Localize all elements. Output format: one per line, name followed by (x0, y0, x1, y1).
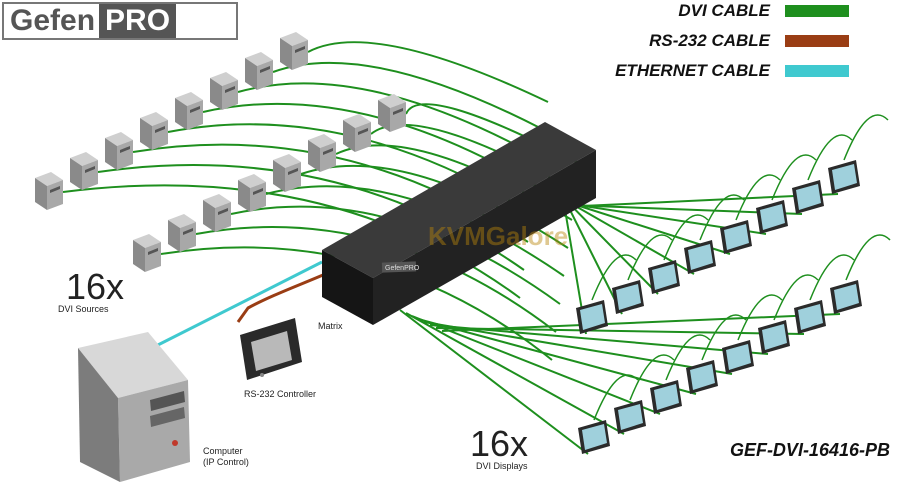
display-monitor (578, 420, 610, 454)
dvi-display-cable (807, 134, 853, 181)
dvi-display-cable (411, 315, 661, 415)
source-tower (105, 132, 133, 170)
display-monitor (612, 280, 644, 314)
legend-label-ethernet: ETHERNET CABLE (615, 61, 770, 80)
source-tower (133, 234, 161, 272)
display-monitor (756, 200, 788, 234)
display-monitor (722, 340, 754, 374)
source-tower (238, 174, 266, 212)
display-monitor (792, 180, 824, 214)
source-tower (175, 92, 203, 130)
computer-tower (78, 332, 190, 482)
dvi-display-cable (417, 318, 697, 395)
source-tower (245, 52, 273, 90)
logo-brand-light: Gefen (10, 4, 96, 37)
source-tower (273, 154, 301, 192)
dvi-source-cable (272, 61, 545, 131)
source-tower (70, 152, 98, 190)
source-tower (203, 194, 231, 232)
source-tower (35, 172, 63, 210)
sources-label: DVI Sources (58, 304, 109, 314)
displays-count: 16x (470, 423, 529, 464)
displays-label: DVI Displays (476, 461, 528, 471)
display-monitor (830, 280, 862, 314)
source-tower (140, 112, 168, 150)
gefenpro-logo: Gefen PRO (2, 2, 238, 40)
ethernet-cable (147, 260, 323, 352)
legend-swatch-dvi (785, 5, 849, 17)
display-monitor (648, 260, 680, 294)
model-number: GEF-DVI-16416-PB (729, 440, 890, 460)
matrix-badge: GefenPRO (385, 265, 420, 272)
dvi-displays (576, 160, 862, 454)
display-monitor (686, 360, 718, 394)
source-tower (343, 114, 371, 152)
watermark: KVMGalore (428, 221, 568, 251)
dvi-display-cable (405, 312, 625, 435)
dvi-display-cable (737, 294, 783, 341)
source-tower (168, 214, 196, 252)
legend-label-dvi: DVI CABLE (678, 1, 770, 20)
legend-label-rs232: RS-232 CABLE (649, 31, 770, 50)
display-monitor (720, 220, 752, 254)
computer-label-line2: (IP Control) (203, 457, 249, 467)
dvi-display-cable (423, 321, 733, 375)
dvi-display-cable (773, 274, 819, 321)
source-tower (280, 32, 308, 70)
rs232-controller-label: RS-232 Controller (244, 389, 317, 399)
dvi-display-cable (665, 334, 711, 381)
logo-brand-dark: PRO (99, 4, 177, 38)
source-tower (210, 72, 238, 110)
dvi-source-cable (307, 41, 549, 103)
display-monitor (758, 320, 790, 354)
matrix-switcher: GefenPRO KVMGalore (322, 122, 596, 325)
dvi-display-cable (735, 174, 781, 221)
dvi-display-cable (441, 313, 841, 332)
dvi-source-cable (265, 185, 565, 277)
rs232-controller (240, 318, 302, 380)
sources-count: 16x (66, 266, 125, 307)
dvi-display-cable (809, 254, 855, 301)
source-tower (308, 134, 336, 172)
source-tower (378, 94, 406, 132)
dvi-display-cable (843, 114, 889, 161)
rs232-cable (236, 270, 331, 323)
display-monitor (828, 160, 860, 194)
dvi-display-cable (845, 234, 891, 281)
dvi-display-cable (771, 154, 817, 201)
display-monitor (576, 300, 608, 334)
display-monitor (614, 400, 646, 434)
display-monitor (650, 380, 682, 414)
dvi-source-cable (237, 82, 541, 159)
legend-swatch-ethernet (785, 65, 849, 77)
display-monitor (794, 300, 826, 334)
dvi-display-cable (663, 214, 709, 261)
legend-swatch-rs232 (785, 35, 849, 47)
dvi-display-cable (399, 309, 589, 455)
computer-label-line1: Computer (203, 446, 243, 456)
dvi-display-cable (591, 254, 637, 301)
dvi-sources (35, 32, 406, 272)
display-monitor (684, 240, 716, 274)
matrix-label: Matrix (318, 321, 343, 331)
dvi-display-cable (538, 193, 839, 209)
